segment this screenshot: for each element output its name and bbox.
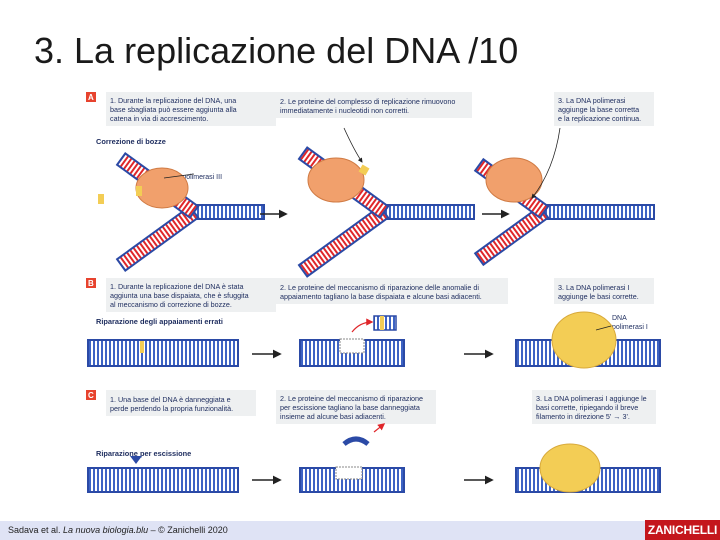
- panel-a-step1-text: 1. Durante la replicazione del DNA, una …: [110, 96, 239, 123]
- mismatched-base: [136, 186, 142, 196]
- panel-a-step3-text: 3. La DNA polimerasi aggiunge la base co…: [558, 96, 641, 123]
- dna-polymerase-i-enzyme: [551, 311, 617, 369]
- panel-b: B 1. Durante la replicazione del DNA è s…: [86, 278, 661, 369]
- panel-b-enzyme-label: DNA polimerasi I: [612, 315, 648, 331]
- footer-publisher: – © Zanichelli 2020: [148, 525, 228, 535]
- panel-c-step3-text: 3. La DNA polimerasi I aggiunge le basi …: [536, 394, 649, 421]
- panel-c-letter: C: [88, 391, 94, 400]
- panel-b-step3-text: 3. La DNA polimerasi I aggiunge le basi …: [558, 283, 639, 301]
- panel-a-step2-text: 2. Le proteine del complesso di replicaz…: [280, 97, 457, 115]
- panel-c: C 1. Una base del DNA è danneggiata e pe…: [86, 390, 661, 493]
- panel-c-step2-box: [276, 390, 436, 424]
- panel-b-step1-text: 1. Durante la replicazione del DNA è sta…: [110, 282, 251, 309]
- panel-b-badge: [86, 278, 96, 288]
- panel-b-step2-box: [276, 278, 508, 304]
- panel-c-section-label: Riparazione per escissione: [96, 449, 191, 458]
- panel-a-enzyme-label: DNA polimerasi III: [166, 174, 222, 181]
- dna-segment-c1: [87, 456, 239, 493]
- panel-c-step1-text: 1. Una base del DNA è danneggiata e perd…: [110, 395, 233, 413]
- panel-a-step3-box: [554, 92, 654, 126]
- panel-c-badge: [86, 390, 96, 400]
- panel-b-step2-text: 2. Le proteine del meccanismo di riparaz…: [280, 283, 482, 301]
- panel-a: A 1. Durante la replicazione del DNA, un…: [86, 92, 655, 278]
- panel-a-section-label: Correzione di bozze: [96, 137, 166, 146]
- panel-a-step2-box: [276, 92, 472, 118]
- dna-segment-b3: [515, 311, 661, 369]
- replication-fork-a1: [98, 152, 265, 272]
- enzyme-pointer-line: [163, 173, 195, 179]
- panel-c-step1-box: [106, 390, 256, 416]
- mismatched-base-b: [140, 341, 144, 353]
- footer-book-title: La nuova biologia.blu: [63, 525, 149, 535]
- dna-segment-c3: [515, 443, 661, 493]
- panel-c-step2-text: 2. Le proteine del meccanismo di riparaz…: [280, 394, 425, 421]
- replication-fork-a3: [473, 127, 655, 267]
- publisher-logo: ZANICHELLI: [645, 520, 720, 540]
- footer-author: Sadava et al.: [8, 525, 64, 535]
- replication-fork-a2: [297, 127, 475, 278]
- panel-c-step3-box: [532, 390, 656, 424]
- dna-segment-b2: [299, 315, 405, 367]
- panel-a-badge: [86, 92, 96, 102]
- panel-a-step1-box: [106, 92, 276, 126]
- slide-title: 3. La replicazione del DNA /10: [34, 30, 519, 71]
- panel-a-letter: A: [88, 93, 94, 102]
- dna-segment-b1: [87, 339, 239, 367]
- panel-b-step1-box: [106, 278, 276, 312]
- panel-b-letter: B: [88, 279, 94, 288]
- damaged-base-c: [130, 456, 142, 464]
- panel-b-step3-box: [554, 278, 654, 304]
- panel-b-section-label: Riparazione degli appaiamenti errati: [96, 317, 223, 326]
- dna-repair-figure: A 1. Durante la replicazione del DNA, un…: [84, 90, 662, 522]
- dna-polymerase-iii-enzyme: [135, 167, 189, 209]
- dna-segment-c2: [299, 423, 405, 493]
- footer-bar: [0, 521, 720, 540]
- footer-citation: Sadava et al. La nuova biologia.blu – © …: [8, 525, 228, 535]
